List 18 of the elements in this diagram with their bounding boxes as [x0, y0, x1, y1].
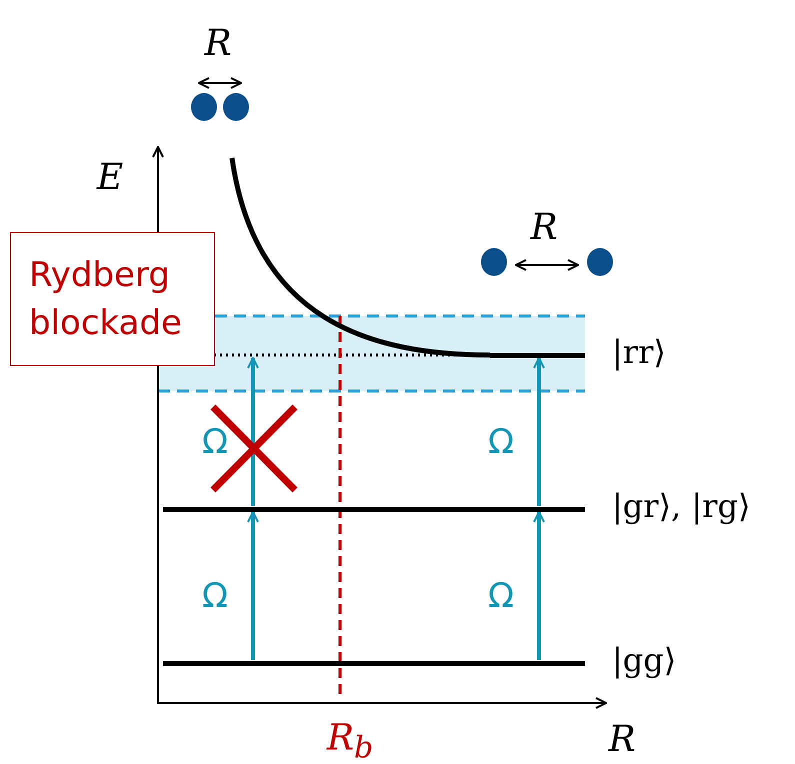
axis-label: E — [96, 160, 124, 196]
box-label: Rydberg blockade — [29, 254, 183, 345]
state-label: |gr⟩, |rg⟩ — [612, 490, 750, 522]
edge-label: Ω — [202, 425, 228, 459]
arrow — [533, 357, 545, 506]
axis-label: R — [608, 722, 636, 758]
edge-label: Ω — [488, 425, 514, 459]
state-label: |rr⟩ — [612, 336, 666, 368]
arrow — [247, 511, 259, 660]
axis-tick-label: R$_{b}$ — [326, 720, 374, 764]
distance-label: R — [530, 210, 558, 246]
distance-label: R — [204, 26, 232, 62]
text-box — [10, 232, 215, 366]
edge-label: Ω — [488, 579, 514, 613]
state-label: |gg⟩ — [612, 644, 676, 676]
arrow — [247, 357, 259, 506]
edge-label: Ω — [202, 579, 228, 613]
arrow — [533, 511, 545, 660]
